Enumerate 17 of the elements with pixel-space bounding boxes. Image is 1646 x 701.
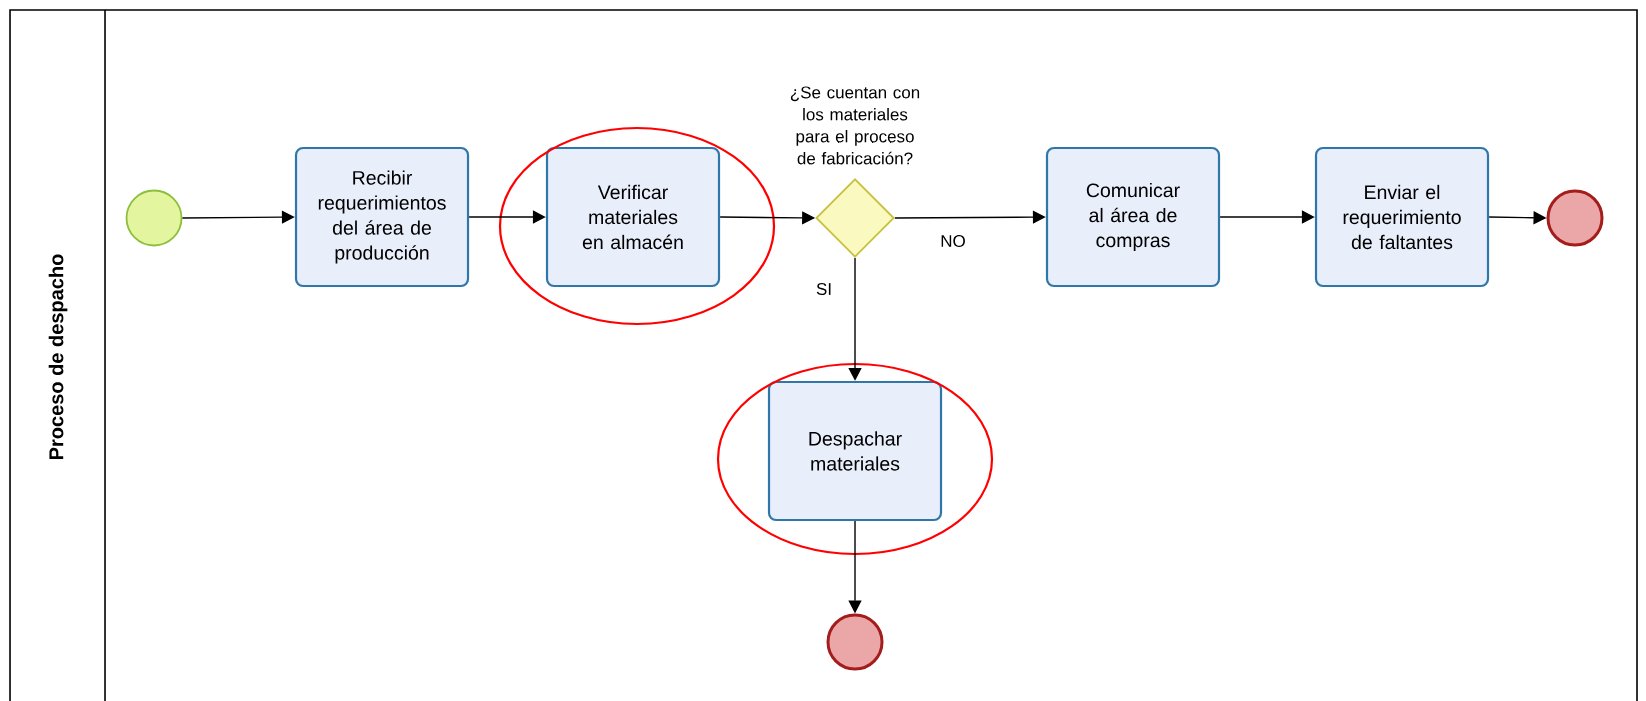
end-event [826, 613, 884, 671]
task-box: Enviar el requerimiento de faltantes [1314, 146, 1490, 288]
edge-label: SI [816, 283, 831, 295]
arrow [468, 210, 546, 224]
task-box: Comunicar al área de compras [1045, 146, 1221, 288]
task-box: Verificar materiales en almacén [545, 146, 721, 288]
decision-diamond [815, 178, 895, 258]
decision-question: ¿Se cuentan con los materiales para el proceso de fabricación? [790, 86, 920, 165]
arrow [848, 257, 862, 381]
end-event [1546, 189, 1604, 247]
task-box: Despachar materiales [767, 380, 943, 522]
arrow [181, 210, 295, 224]
arrow [894, 210, 1046, 224]
edge-label: NO [941, 235, 965, 247]
start-event [125, 189, 183, 247]
task-box: Recibir requerimientos del área de producción [294, 146, 470, 288]
arrow [1219, 210, 1315, 224]
